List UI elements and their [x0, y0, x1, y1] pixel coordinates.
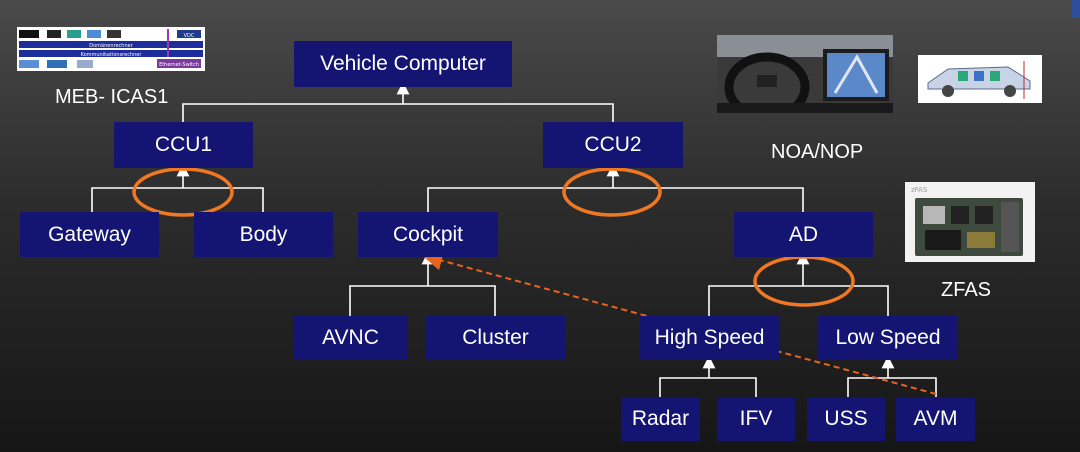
thumbnail-zfas-board: zFAS — [905, 182, 1035, 262]
node-high-speed: High Speed — [640, 316, 779, 360]
meb-tag-text: VDC — [184, 33, 195, 39]
zfas-brand-text: zFAS — [911, 186, 928, 194]
connector-ccu1 — [91, 170, 264, 212]
connector-high-speed — [659, 362, 757, 397]
slide-corner-tab — [1072, 0, 1080, 18]
node-gateway: Gateway — [20, 212, 159, 257]
thumbnail-meb-icas1: VDC Domänenrechner Kommunikationsrechner… — [17, 27, 205, 71]
vehicle-diagram-image — [927, 61, 1031, 99]
node-body: Body — [194, 212, 333, 257]
thumbnail-noa-nop-photo — [717, 35, 893, 113]
node-uss: USS — [807, 397, 885, 441]
meb-bar1-text: Domänenrechner — [89, 43, 133, 49]
thumbnail-vehicle-diagram — [918, 55, 1042, 103]
node-cockpit: Cockpit — [358, 212, 498, 257]
node-radar: Radar — [621, 397, 700, 441]
car-interior-image — [717, 35, 893, 113]
node-ccu1: CCU1 — [114, 122, 253, 168]
zfas-board-image: zFAS — [911, 186, 1023, 256]
connector-low-speed — [847, 362, 937, 397]
caption-noa-nop: NOA/NOP — [771, 141, 864, 163]
highlight-ellipse-ad — [753, 255, 855, 307]
connector-ccu2 — [427, 170, 804, 212]
connector-cockpit — [349, 258, 496, 316]
node-cluster: Cluster — [426, 316, 565, 360]
highlight-ellipse-ccu1 — [132, 167, 234, 217]
node-ad: AD — [734, 212, 873, 257]
connector-ad — [708, 258, 889, 316]
node-ccu2: CCU2 — [543, 122, 683, 168]
meb-architecture-image: VDC Domänenrechner Kommunikationsrechner… — [19, 29, 203, 68]
meb-bar2-text: Kommunikationsrechner — [81, 52, 143, 58]
node-avnc: AVNC — [293, 316, 408, 360]
caption-meb-icas1: MEB- ICAS1 — [55, 86, 169, 108]
connector-vc — [182, 88, 614, 122]
node-low-speed: Low Speed — [818, 316, 958, 360]
node-avm: AVM — [896, 397, 975, 441]
highlight-ellipse-ccu2 — [562, 167, 662, 217]
node-vehicle-computer: Vehicle Computer — [294, 41, 512, 87]
node-ifv: IFV — [717, 397, 795, 441]
caption-zfas: ZFAS — [941, 279, 992, 301]
meb-bar3-text: Ethernet-Switch — [159, 62, 199, 68]
